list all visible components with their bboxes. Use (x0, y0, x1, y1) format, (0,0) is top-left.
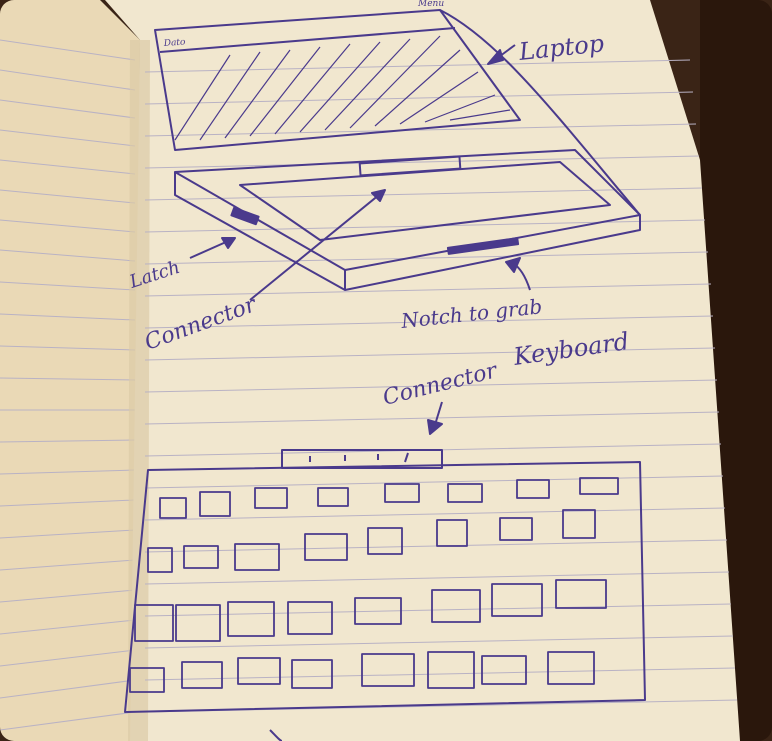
left-page (0, 0, 140, 741)
laptop-sketch (154, 9, 641, 435)
right-page (105, 0, 740, 741)
label-top-edge: Menu (417, 0, 444, 9)
laptop-lid (154, 9, 521, 151)
base-connector (358, 155, 462, 177)
latch-mark (230, 206, 260, 226)
label-screen-corner: Dato (163, 37, 187, 49)
notch-mark (446, 237, 520, 255)
keyboard-outline (124, 461, 646, 713)
screen-hatching (174, 35, 511, 141)
keyboard-sketch (124, 449, 646, 741)
right-page-rules (144, 59, 738, 713)
page-gutter (128, 40, 150, 741)
connector-arrow (249, 189, 386, 301)
keyboard-connector (281, 449, 443, 469)
keyboard-keys (129, 477, 619, 693)
left-page-rules (0, 39, 136, 731)
